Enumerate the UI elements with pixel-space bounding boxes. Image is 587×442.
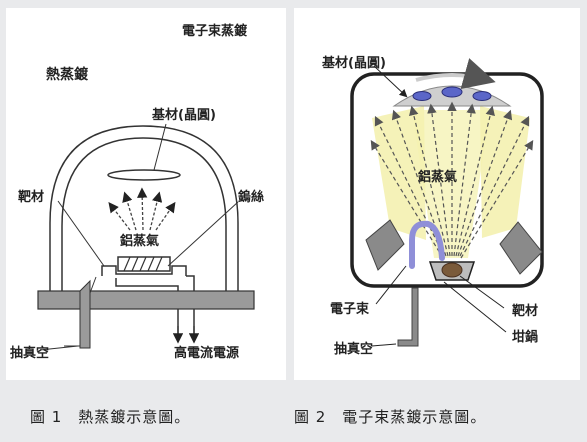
figure-2-diagram [350,58,544,347]
figure-2-caption: 圖 2 電子束蒸鍍示意圖。 [294,408,487,426]
rotation-arrow [415,58,496,89]
vapor-label: 鋁蒸氣 [418,170,458,185]
bell-jar-outer [49,125,239,291]
power-leads [115,275,195,338]
wafer-2 [441,86,463,98]
vacuum-pipe [397,287,419,347]
wafer-3 [472,91,492,101]
figure-2-panel: 基材(晶圓) 鋁蒸氣 電子束 抽真空 靶材 坩鍋 [294,8,580,380]
corner-title: 電子束蒸鍍 [182,24,248,39]
power-label: 高電流電源 [174,346,240,361]
substrate-label: 基材(晶圓) [152,108,216,123]
left-source [365,219,405,271]
right-source [499,221,543,275]
vacuum-pipe [79,279,91,349]
substrate-wafer [107,169,181,181]
target-material [441,262,463,278]
filament-boat [101,265,187,276]
vapor-arrows [108,187,176,231]
leader-lines [39,123,239,351]
ebeam-label: 電子束 [330,302,370,317]
vacuum-label: 抽真空 [10,346,50,361]
target-label: 靶材 [512,304,539,319]
filament-label: 鎢絲 [238,190,265,205]
target-block [117,256,171,272]
target-label: 靶材 [18,190,45,205]
filament-hatching [123,256,163,272]
base-plate [37,290,255,310]
vapor-arrows [370,101,534,259]
vapor-cone-right [480,106,530,238]
substrate-label: 基材(晶圓) [322,56,386,71]
figure-1-diagram [37,123,255,351]
figure-1-title: 熱蒸鍍 [46,67,88,83]
figure-1-panel: 電子束蒸鍍 熱蒸鍍 基材(晶圓) 靶材 鎢絲 鋁蒸氣 抽真空 高電流電源 [6,8,286,380]
vapor-label: 鋁蒸氣 [120,234,160,249]
electron-beam [409,220,445,269]
vapor-cone-left [372,106,426,240]
vacuum-label: 抽真空 [334,342,374,357]
bell-jar-inner [61,137,227,291]
leader-lines [371,65,507,347]
wafer-1 [412,91,432,101]
figure-1-caption: 圖 1 熱蒸鍍示意圖。 [30,408,191,426]
crucible-label: 坩鍋 [512,330,539,345]
